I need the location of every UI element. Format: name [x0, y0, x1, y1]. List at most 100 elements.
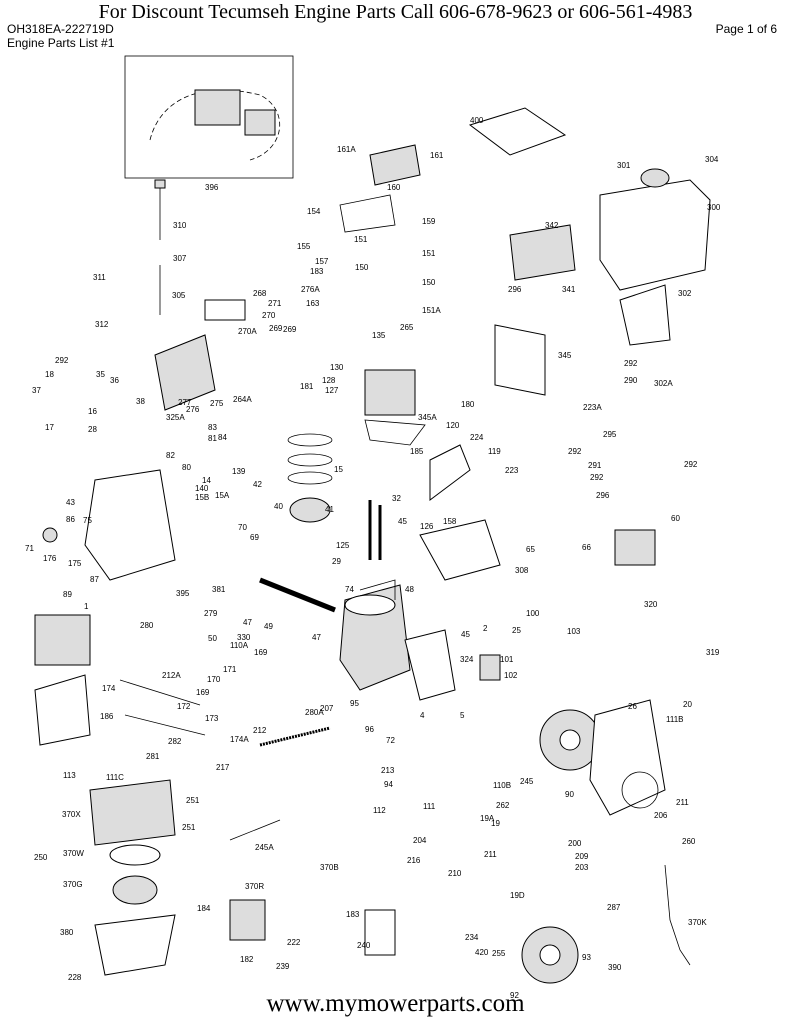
- callout: 224: [470, 433, 484, 442]
- callout: 93: [582, 953, 591, 962]
- callout: 292: [684, 460, 698, 469]
- callout: 251: [186, 796, 200, 805]
- callout: 111C: [106, 773, 124, 782]
- callout: 264A: [233, 395, 252, 404]
- callout: 320: [644, 600, 658, 609]
- callout: 370G: [63, 880, 83, 889]
- callout: 302A: [654, 379, 673, 388]
- callout: 302: [678, 289, 692, 298]
- callout: 291: [588, 461, 602, 470]
- callout: 83: [208, 423, 217, 432]
- callout: 40: [274, 502, 283, 511]
- callout: 330: [237, 633, 251, 642]
- callout: 170: [207, 675, 221, 684]
- callout: 19A: [480, 814, 495, 823]
- callout: 101: [500, 655, 514, 664]
- callout: 396: [205, 183, 219, 192]
- callout: 276A: [301, 285, 320, 294]
- valve-cover-gasket: [339, 194, 396, 233]
- callout: 245: [520, 777, 534, 786]
- callout: 217: [216, 763, 230, 772]
- callout: 200: [568, 839, 582, 848]
- callout: 301: [617, 161, 631, 170]
- callout: 66: [582, 543, 591, 552]
- page-banner: For Discount Tecumseh Engine Parts Call …: [98, 1, 693, 23]
- callout: 1: [84, 602, 89, 611]
- oil-pump-280: [34, 614, 91, 666]
- callout: 203: [575, 863, 589, 872]
- wire-110: [664, 864, 691, 966]
- callout: 181: [300, 382, 314, 391]
- carburetor-380: [229, 899, 266, 941]
- callout: 125: [336, 541, 350, 550]
- callout: 213: [381, 766, 395, 775]
- piston-ring-3: [287, 471, 333, 485]
- carburetor: [614, 529, 656, 566]
- parts-list-title: Engine Parts List #1: [7, 36, 115, 50]
- callout: 42: [253, 480, 262, 489]
- callout: 400: [470, 116, 484, 125]
- callout: 155: [297, 242, 311, 251]
- callout: 370X: [62, 810, 81, 819]
- callout: 60: [671, 514, 680, 523]
- callout: 183: [346, 910, 360, 919]
- callout: 49: [264, 622, 273, 631]
- fuel-tank: [599, 179, 711, 291]
- callout: 119: [488, 447, 501, 456]
- callout: 25: [512, 626, 521, 635]
- tank-bracket: [619, 284, 671, 346]
- callout: 292: [590, 473, 604, 482]
- callout: 268: [253, 289, 267, 298]
- callout: 186: [100, 712, 114, 721]
- callout: 160: [387, 183, 401, 192]
- oil-seal: [42, 527, 58, 543]
- callout: 292: [55, 356, 69, 365]
- blower-housing: [589, 699, 666, 816]
- callout: 280: [140, 621, 154, 630]
- callout: 342: [545, 221, 559, 230]
- callout: 250: [34, 853, 48, 862]
- callout: 380: [60, 928, 74, 937]
- callout: 111: [423, 802, 436, 811]
- ignition-module: [479, 654, 501, 681]
- callout: 151: [354, 235, 368, 244]
- callout: 275: [210, 399, 224, 408]
- callout: 157: [315, 257, 329, 266]
- dipstick-cap: [154, 179, 166, 189]
- air-cleaner-base: [94, 914, 176, 976]
- callout: 72: [386, 736, 395, 745]
- callout: 280A: [305, 708, 324, 717]
- head-gasket: [364, 419, 426, 446]
- callout: 71: [25, 544, 34, 553]
- callout: 211: [676, 798, 689, 807]
- callout: 5: [460, 711, 465, 720]
- callout: 345A: [418, 413, 437, 422]
- callout: 270A: [238, 327, 257, 336]
- callout: 19: [491, 819, 500, 828]
- callout: 395: [176, 589, 190, 598]
- callout: 222: [287, 938, 301, 947]
- callout: 120: [446, 421, 460, 430]
- callout: 290: [624, 376, 638, 385]
- callout: 212: [253, 726, 267, 735]
- callout: 92: [510, 991, 519, 1000]
- callout: 171: [223, 665, 237, 674]
- callout: 287: [607, 903, 621, 912]
- callout: 207: [320, 704, 334, 713]
- fuel-cap: [640, 168, 670, 188]
- callout: 223: [505, 466, 519, 475]
- crankshaft: [259, 577, 336, 613]
- starter-hub: [539, 944, 561, 966]
- callout: 251: [182, 823, 196, 832]
- callout: 180: [461, 400, 475, 409]
- callout: 370B: [320, 863, 339, 872]
- callout: 4: [420, 711, 425, 720]
- wire-110B: [229, 819, 281, 841]
- callout: 41: [325, 505, 334, 514]
- callout: 14: [202, 476, 211, 485]
- callout: 17: [45, 423, 54, 432]
- callout: 245A: [255, 843, 274, 852]
- piston-ring-2: [287, 453, 333, 467]
- callout: 47: [312, 633, 321, 642]
- callout: 18: [45, 370, 54, 379]
